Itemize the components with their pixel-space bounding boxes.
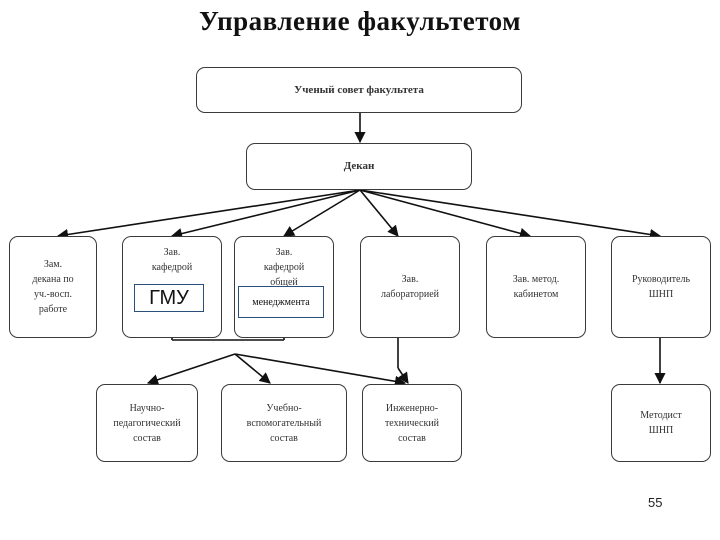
arrow-lab-to-engineering <box>397 367 409 384</box>
overlay-gmu: ГМУ <box>134 284 204 312</box>
box-faculty-council: Ученый совет факультета <box>196 67 522 113</box>
slide-title: Управление факультетом <box>199 6 521 36</box>
box-head-school: Руководитель ШНП <box>611 236 711 338</box>
arrow-dean-to-school <box>359 189 662 241</box>
page-number: 55 <box>648 495 663 510</box>
faculty-council-label: Ученый совет факультета <box>294 83 424 96</box>
arrow-dean-to-dept2 <box>283 189 361 237</box>
box-head-laboratory: Зав. лабораторией <box>360 236 460 338</box>
box-teaching-staff: Научно- педагогический состав <box>96 384 198 462</box>
overlay-management: менеджмента <box>238 286 324 318</box>
dean-label: Декан <box>343 160 375 172</box>
arrow-dean-to-dept1 <box>170 189 361 240</box>
arrow-depts-to-engineering <box>234 353 407 387</box>
box-methodist: Методист ШНП <box>611 384 711 462</box>
box-head-method-office: Зав. метод. кабинетом <box>486 236 586 338</box>
arrow-dean-to-method <box>359 189 532 239</box>
box-support-staff: Учебно- вспомогательный состав <box>221 384 347 462</box>
box-deputy-dean: Зам. декана по уч.-восп. работе <box>9 236 97 338</box>
arrow-dean-to-lab <box>359 189 399 237</box>
arrow-depts-to-support <box>234 353 271 384</box>
box-dean: Декан <box>246 143 472 190</box>
arrow-depts-to-teaching <box>146 353 236 386</box>
arrow-dean-to-deputy <box>56 189 361 241</box>
box-engineering-staff: Инженерно- технический состав <box>362 384 462 462</box>
